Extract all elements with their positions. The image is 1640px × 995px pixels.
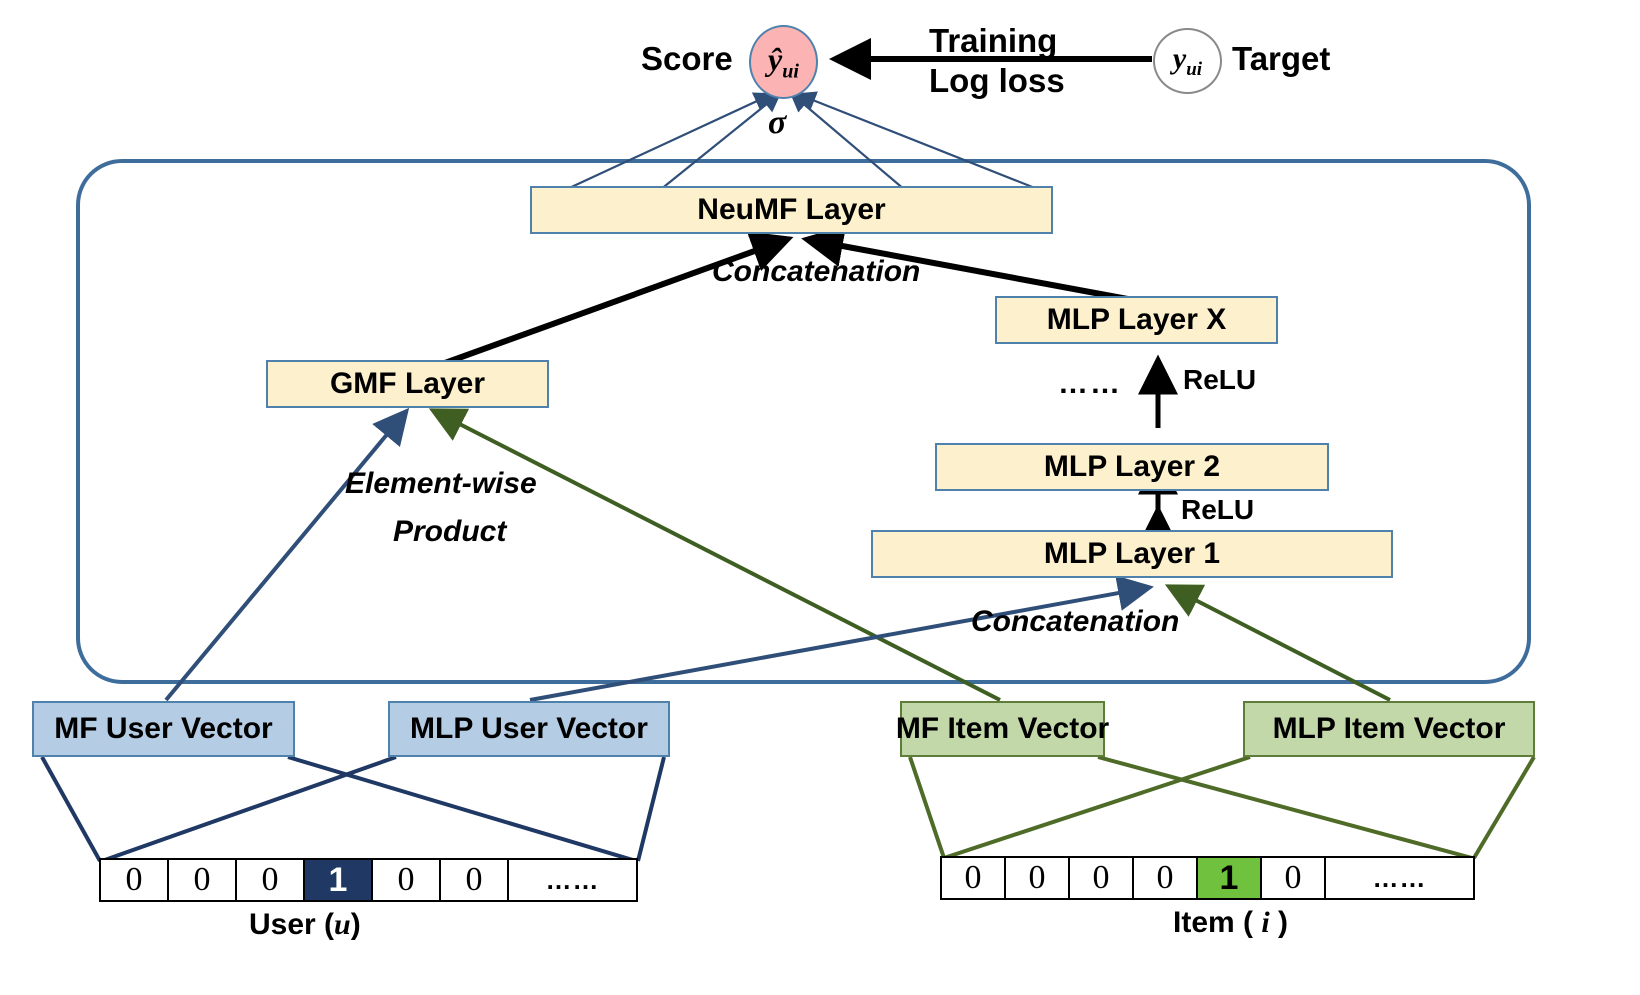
- mf-item-vector-box[interactable]: MF Item Vector: [896, 701, 1109, 757]
- user-caption-var: u: [334, 908, 351, 941]
- relu-lower-label: ReLU: [1181, 494, 1255, 525]
- mlp-layer-1-label: MLP Layer 1: [1043, 537, 1221, 570]
- mlp-layer-x-label: MLP Layer X: [1046, 303, 1227, 336]
- mlp-layer-x-box[interactable]: MLP Layer X: [995, 296, 1278, 344]
- onehot-cell[interactable]: 0: [237, 860, 305, 900]
- neumf-layer-box[interactable]: NeuMF Layer: [530, 186, 1053, 234]
- mlp-item-vector-label: MLP Item Vector: [1272, 712, 1506, 745]
- relu-upper-label: ReLU: [1183, 364, 1257, 395]
- user-caption-text: User (: [249, 908, 335, 941]
- user-caption-close: ): [350, 908, 361, 941]
- mf-user-vector-box[interactable]: MF User Vector: [32, 701, 295, 757]
- mlp-layer-2-box[interactable]: MLP Layer 2: [935, 443, 1329, 491]
- concatenation-top-label: Concatenation: [712, 255, 921, 288]
- onehot-cell[interactable]: 0: [1134, 858, 1198, 898]
- onehot-cell[interactable]: 0: [101, 860, 169, 900]
- target-label: Target: [1232, 40, 1331, 77]
- onehot-cell[interactable]: ……: [1372, 862, 1427, 893]
- onehot-cell[interactable]: 0: [169, 860, 237, 900]
- mf-item-vector-label: MF Item Vector: [895, 712, 1110, 745]
- mlp-layer-1-box[interactable]: MLP Layer 1: [871, 530, 1393, 578]
- onehot-cell[interactable]: 0: [1070, 858, 1134, 898]
- elementwise-product-label-line2: Product: [393, 515, 507, 548]
- target-node: yui: [1153, 28, 1222, 94]
- gmf-layer-box[interactable]: GMF Layer: [266, 360, 549, 408]
- mlp-item-vector-box[interactable]: MLP Item Vector: [1243, 701, 1535, 757]
- gmf-layer-label: GMF Layer: [329, 367, 486, 400]
- onehot-cell[interactable]: 0: [441, 860, 509, 900]
- mlp-user-vector-label: MLP User Vector: [410, 712, 648, 745]
- onehot-cell[interactable]: 0: [942, 858, 1006, 898]
- training-label-line1: Training: [929, 22, 1058, 59]
- onehot-cell[interactable]: 1: [1198, 858, 1262, 898]
- onehot-cell[interactable]: 0: [1262, 858, 1326, 898]
- onehot-cell[interactable]: 1: [305, 860, 373, 900]
- mlp-layer-2-label: MLP Layer 2: [1043, 450, 1221, 483]
- score-node-text: ŷui: [768, 40, 799, 83]
- item-caption-close: ): [1269, 906, 1289, 939]
- onehot-cell[interactable]: 0: [373, 860, 441, 900]
- target-node-text: yui: [1172, 41, 1203, 80]
- onehot-cell[interactable]: 0: [1006, 858, 1070, 898]
- item-caption-var: i: [1261, 906, 1270, 939]
- mlp-ellipsis: ……: [1058, 367, 1122, 400]
- onehot-cell[interactable]: ……: [545, 864, 600, 895]
- training-label-line2: Log loss: [929, 62, 1065, 99]
- predicted-score-node: ŷui: [749, 25, 818, 99]
- item-caption: Item ( i ): [1173, 906, 1288, 940]
- user-caption: User (u): [249, 908, 361, 942]
- neumf-layer-label: NeuMF Layer: [697, 193, 886, 226]
- mf-user-vector-label: MF User Vector: [54, 712, 273, 745]
- score-label: Score: [641, 40, 733, 77]
- sigma-activation-label: σ: [768, 104, 787, 141]
- item-caption-text: Item (: [1173, 906, 1262, 939]
- concatenation-bottom-label: Concatenation: [971, 605, 1180, 638]
- mlp-user-vector-box[interactable]: MLP User Vector: [388, 701, 670, 757]
- elementwise-product-label-line1: Element-wise: [345, 467, 537, 500]
